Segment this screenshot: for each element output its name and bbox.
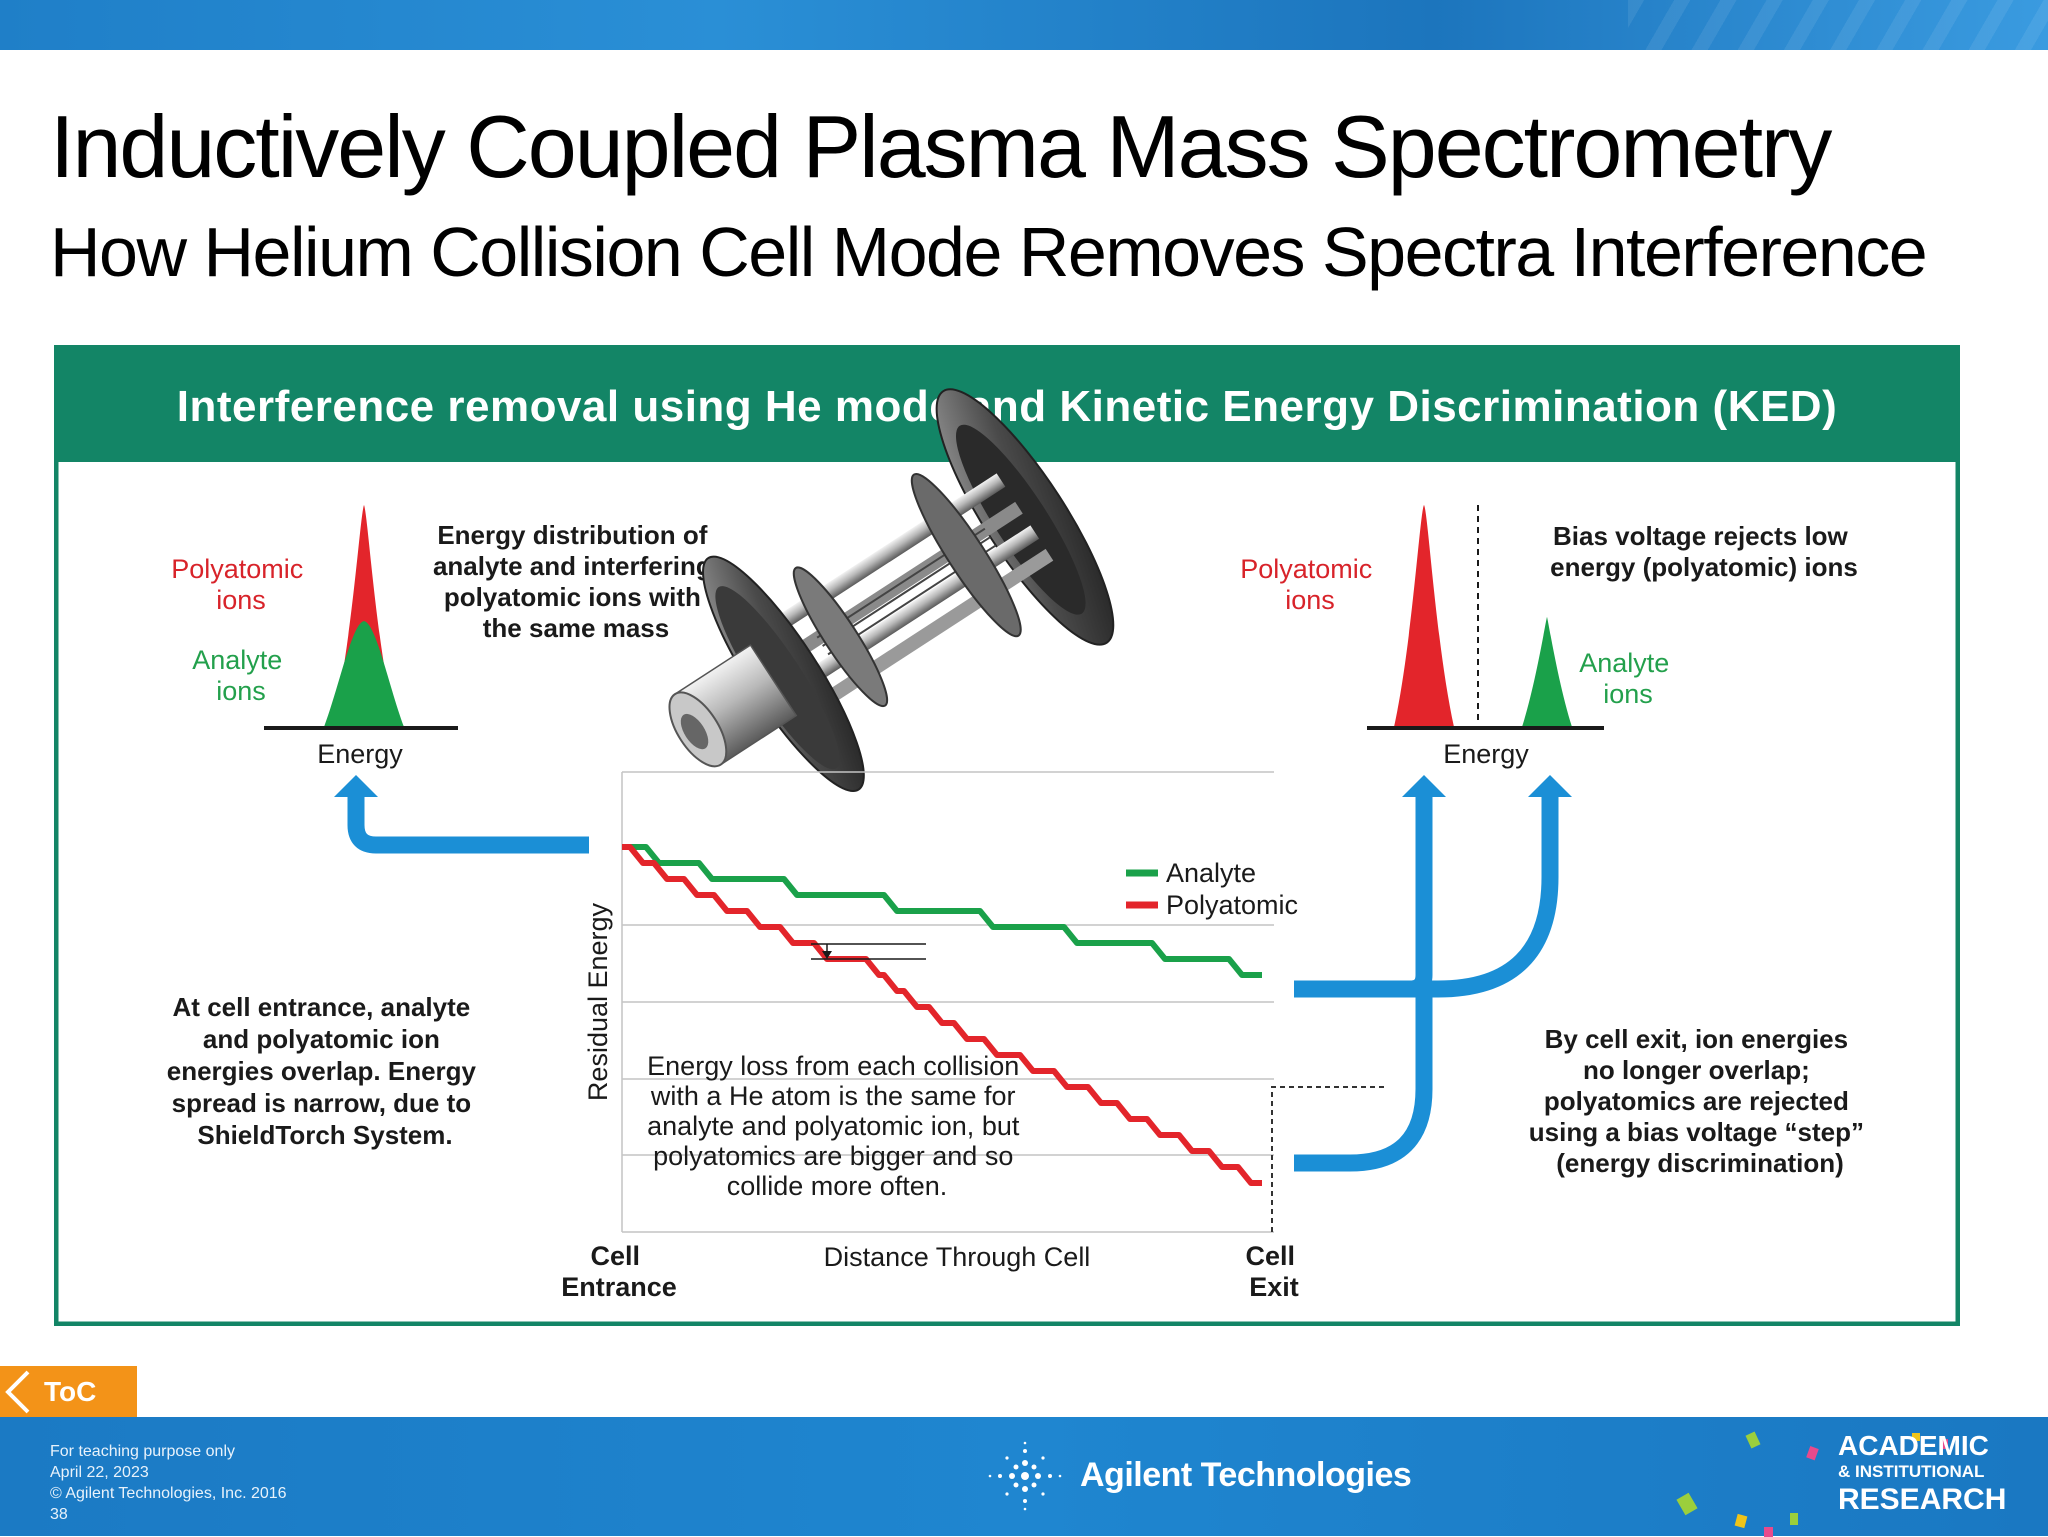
right-polyatomic-peak (1394, 505, 1454, 727)
right-energy-peak: Energy Polyatomic ions Analyte ions (1240, 505, 1677, 769)
right-energy-label: Energy (1443, 739, 1529, 769)
energy-loss-step-marker (811, 943, 926, 960)
research-logo-line3: RESEARCH (1838, 1483, 2007, 1516)
cell-exit-label: Cell Exit (1245, 1241, 1302, 1302)
y-axis-label: Residual Energy (583, 902, 613, 1101)
top-banner (0, 0, 2048, 50)
left-arrow-shaft (347, 793, 589, 854)
research-logo-decoration (1676, 1431, 1948, 1537)
chart-legend: Analyte Polyatomic (1126, 858, 1298, 920)
analyte-energy-line (622, 844, 1262, 978)
residual-energy-chart: Analyte Polyatomic Residual Energy Dista… (561, 771, 1384, 1302)
collision-note: Energy loss from each collision with a H… (647, 1051, 1027, 1201)
left-arrow-head (334, 775, 378, 797)
left-blue-arrow (334, 775, 589, 854)
right-blue-arrows (1294, 775, 1572, 1172)
left-energy-label: Energy (317, 739, 403, 769)
agilent-logo-text: Agilent Technologies (1080, 1456, 1412, 1494)
slide-subtitle: How Helium Collision Cell Mode Removes S… (50, 213, 1928, 291)
right-analyte-label: Analyte ions (1579, 648, 1677, 709)
left-polyatomic-label: Polyatomic ions (171, 554, 311, 615)
collision-cell-illustration (668, 388, 1115, 793)
agilent-spark-icon (988, 1441, 1062, 1511)
right-analyte-peak (1522, 617, 1572, 727)
cell-entrance-label: Cell Entrance (561, 1241, 677, 1302)
analyte-exit-curve (1294, 795, 1559, 998)
diagram-header: Interference removal using He mode and K… (177, 382, 1838, 431)
footer-disclaimer: For teaching purpose only (50, 1443, 235, 1460)
legend-polyatomic: Polyatomic (1166, 890, 1298, 920)
right-arrow-head-polyatomic (1402, 775, 1446, 797)
footer-info: For teaching purpose only April 22, 2023… (50, 1441, 287, 1525)
right-polyatomic-label: Polyatomic ions (1240, 554, 1380, 615)
research-logo-line2: & INSTITUTIONAL (1838, 1462, 1985, 1481)
energy-distribution-note: Energy distribution of analyte and inter… (433, 520, 719, 643)
ked-diagram: Interference removal using He mode and K… (54, 345, 1960, 1326)
footer-page-number: 38 (50, 1506, 68, 1523)
left-analyte-label: Analyte ions (192, 645, 290, 706)
left-energy-peak: Energy Polyatomic ions Analyte ions (171, 505, 458, 769)
ked-diagram-svg: Interference removal using He mode and K… (54, 345, 1960, 1326)
footer-date: April 22, 2023 (50, 1464, 149, 1481)
bias-voltage-step (1271, 1086, 1384, 1232)
bias-voltage-note: Bias voltage rejects low energy (polyato… (1550, 521, 1858, 582)
polyatomic-energy-line (622, 844, 1262, 1186)
footer: For teaching purpose only April 22, 2023… (0, 1417, 2048, 1537)
right-arrow-head-analyte (1528, 775, 1572, 797)
research-logo: ACADEMIC & INSTITUTIONAL RESEARCH (1838, 1431, 2006, 1517)
left-analyte-peak (324, 621, 404, 727)
chevron-left-icon (5, 1370, 30, 1414)
research-logo-line1: ACADEMIC (1838, 1430, 1989, 1461)
toc-button[interactable]: ToC (0, 1366, 137, 1417)
polyatomic-exit-arrow-shaft (1294, 995, 1433, 1172)
x-axis-label: Distance Through Cell (824, 1242, 1091, 1272)
legend-analyte: Analyte (1166, 858, 1256, 888)
toc-label: ToC (44, 1376, 97, 1407)
slide-title: Inductively Coupled Plasma Mass Spectrom… (50, 97, 1832, 196)
cell-entrance-note: At cell entrance, analyte and polyatomic… (167, 992, 483, 1150)
footer-copyright: © Agilent Technologies, Inc. 2016 (50, 1485, 287, 1502)
cell-exit-note: By cell exit, ion energies no longer ove… (1529, 1024, 1871, 1178)
